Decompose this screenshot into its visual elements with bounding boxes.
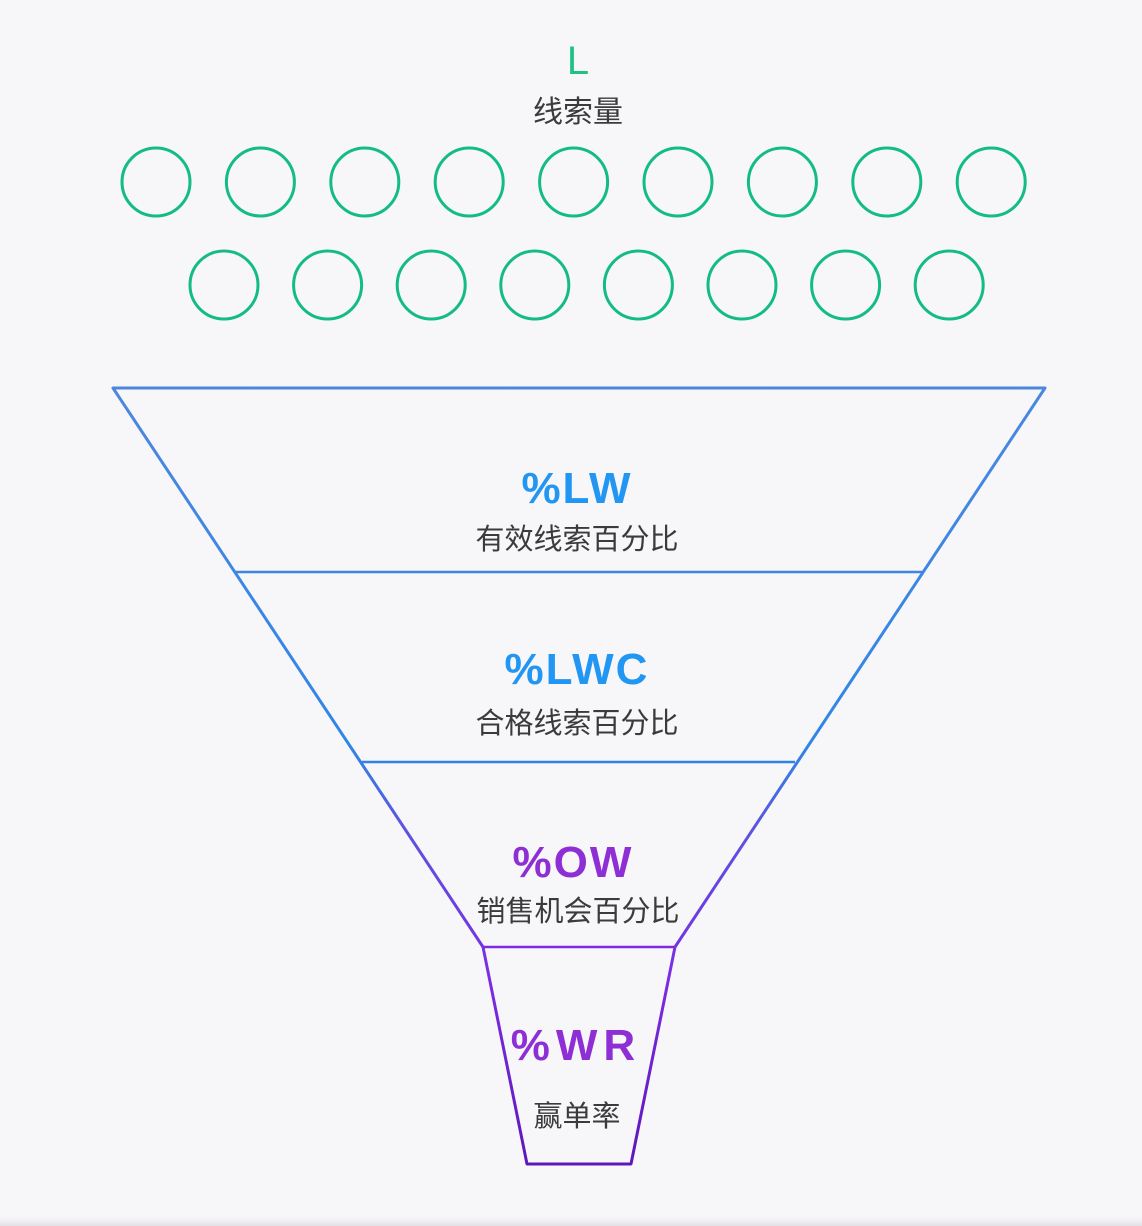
lead-bubble bbox=[955, 146, 1027, 218]
stage-label-wr: 赢单率 bbox=[533, 1100, 620, 1133]
lead-bubble bbox=[499, 249, 571, 321]
stage-code-wr: %WR bbox=[511, 1021, 641, 1070]
lead-bubble bbox=[706, 249, 778, 321]
lead-bubble bbox=[433, 146, 505, 218]
stage-label-lw: 有效线索百分比 bbox=[475, 523, 678, 556]
lead-bubble bbox=[810, 249, 882, 321]
stage-code-lwc: %LWC bbox=[505, 645, 650, 694]
lead-bubble bbox=[746, 146, 818, 218]
stage-label-lwc: 合格线索百分比 bbox=[475, 707, 678, 740]
lead-bubble bbox=[913, 249, 985, 321]
header-code: L bbox=[567, 39, 589, 83]
lead-bubble bbox=[851, 146, 923, 218]
lead-bubble bbox=[329, 146, 401, 218]
lead-bubble bbox=[395, 249, 467, 321]
stage-label-ow: 销售机会百分比 bbox=[476, 895, 679, 928]
lead-bubble bbox=[538, 146, 610, 218]
lead-bubble bbox=[602, 249, 674, 321]
header-label: 线索量 bbox=[533, 96, 623, 129]
lead-bubble bbox=[642, 146, 714, 218]
stage-code-ow: %OW bbox=[513, 838, 634, 887]
lead-bubble bbox=[120, 146, 192, 218]
lead-bubble bbox=[292, 249, 364, 321]
bottom-edge-shade bbox=[0, 1214, 1142, 1226]
bubble-row-2 bbox=[188, 249, 985, 321]
stage-code-lw: %LW bbox=[521, 464, 632, 513]
bubble-row-1 bbox=[120, 146, 1027, 218]
lead-bubble bbox=[188, 249, 260, 321]
lead-bubble bbox=[224, 146, 296, 218]
